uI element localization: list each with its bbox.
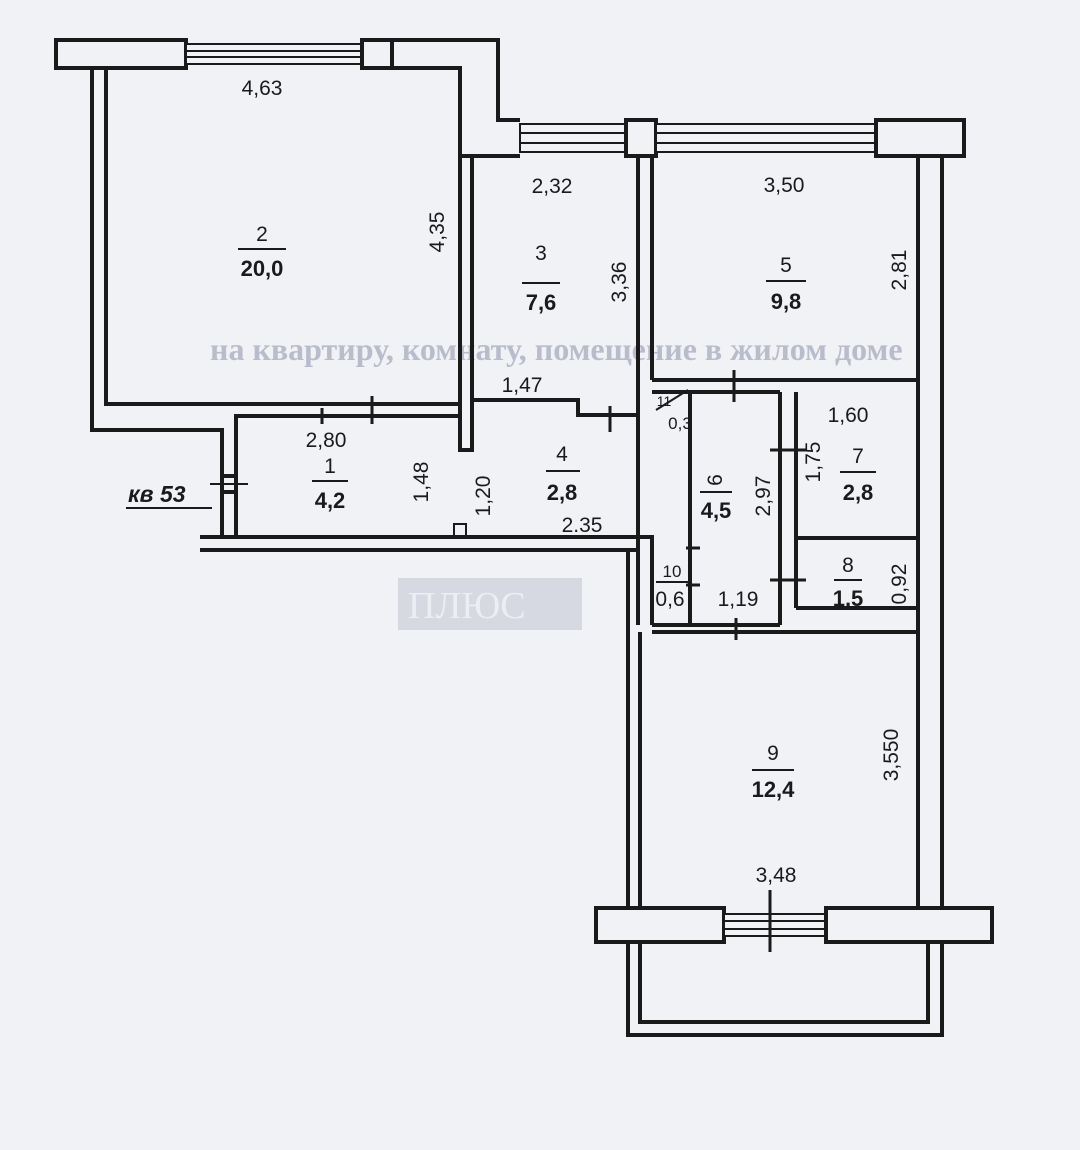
entrance-door: [222, 474, 236, 494]
dimension-labels: 4,63 4,35 2,32 3,36 3,50 2,81 1,47 2,80 …: [242, 77, 911, 887]
wall-top-step-inner: [362, 66, 520, 158]
room-1-label: 1 4,2: [312, 455, 348, 513]
wall-room9-top: [652, 623, 918, 634]
room-4-area: 2,8: [547, 480, 578, 505]
wall-room9-west: [626, 550, 944, 1037]
room-8-label: 8 1,5: [833, 554, 864, 611]
window-room9: [594, 906, 994, 944]
background-ghost-text: на квартиру, комнату, помещение в жилом …: [210, 331, 903, 630]
room-10-area: 0,6: [655, 588, 684, 611]
dim-room7-width: 1,60: [828, 404, 869, 427]
wall-partition-3-5: [636, 156, 654, 625]
room-9-number: 9: [767, 742, 779, 765]
room-3-area: 7,6: [526, 290, 557, 315]
wall-room8: [796, 536, 918, 610]
apartment-label: кв 53: [126, 481, 212, 509]
wall-west: [90, 68, 224, 537]
wall-room5-bottom: [652, 378, 918, 394]
room-10-label: 10 0,6: [655, 562, 688, 611]
room-3-number: 3: [535, 242, 547, 265]
dim-room1-depth: 1,48: [410, 462, 433, 503]
dim-room3-depth: 3,36: [608, 262, 631, 303]
ghost-stamp: ПЛЮС: [408, 585, 526, 627]
room-2-number: 2: [256, 223, 268, 246]
room-4-number: 4: [556, 443, 568, 466]
ghost-heading: на квартиру, комнату, помещение в жилом …: [210, 331, 903, 367]
dim-room2-depth: 4,35: [426, 212, 449, 253]
walls: [90, 38, 944, 1037]
room-5-number: 5: [780, 254, 792, 277]
dim-room4-bottom: 2.35: [562, 514, 603, 537]
room-6-area: 4,5: [701, 498, 732, 523]
wall-room2-inner: [104, 68, 462, 406]
room-7-label: 7 2,8: [840, 445, 876, 505]
window-room3: [519, 123, 627, 153]
room-3-label: 3 7,6: [522, 242, 560, 315]
apartment-number: кв 53: [128, 481, 186, 507]
windows: [54, 38, 994, 944]
room-4-label: 4 2,8: [546, 443, 580, 505]
dim-room4-top: 1,47: [502, 374, 543, 397]
room-5-label: 5 9,8: [766, 254, 806, 314]
wall-room3-bottom: [472, 398, 636, 417]
room-11-label: 11 0,3: [657, 393, 692, 433]
dim-room7-depth: 1,75: [802, 442, 825, 483]
room-11-area: 0,3: [668, 414, 692, 433]
room-2-area: 20,0: [241, 256, 284, 281]
room-7-area: 2,8: [843, 480, 874, 505]
dim-room6-depth: 2,97: [752, 476, 775, 517]
dim-room5-width: 3,50: [764, 174, 805, 197]
room-6-number: 6: [704, 474, 727, 486]
wall-top-step: [362, 38, 520, 122]
room-1-number: 1: [324, 455, 336, 478]
room-7-number: 7: [852, 445, 864, 468]
room-2-label: 2 20,0: [238, 223, 286, 281]
dim-room4-depth: 1,20: [472, 476, 495, 517]
dim-room5-depth: 2,81: [888, 250, 911, 291]
room-10-number: 10: [663, 562, 682, 581]
dim-room1-width: 2,80: [306, 429, 347, 452]
room-9-label: 9 12,4: [752, 742, 796, 802]
wall-balcony-inner: [638, 632, 930, 1024]
wall-room1-top: [234, 414, 462, 537]
dim-room2-width: 4,63: [242, 77, 283, 100]
wall-partition-2-3: [458, 156, 474, 452]
room-9-area: 12,4: [752, 777, 796, 802]
dim-room9-width: 3,48: [756, 864, 797, 887]
room-6-label: 6 4,5: [700, 474, 732, 523]
room-1-area: 4,2: [315, 488, 346, 513]
dim-room8-depth: 0,92: [888, 564, 911, 605]
dim-room3-width: 2,32: [532, 175, 573, 198]
dim-room10-width: 1,19: [718, 588, 759, 611]
stamp-box: [398, 578, 582, 630]
room-8-number: 8: [842, 554, 854, 577]
window-room5: [624, 118, 966, 158]
dimension-ticks: [210, 370, 806, 952]
dim-room9-depth: 3,550: [880, 729, 903, 782]
window-room2: [54, 38, 394, 70]
wall-east: [916, 156, 944, 910]
room-11-number: 11: [657, 393, 672, 409]
room-labels: 2 20,0 3 7,6 5 9,8 1 4,2 4 2,8 6 4,5: [238, 223, 876, 802]
room-8-area: 1,5: [833, 586, 864, 611]
room-5-area: 9,8: [771, 289, 802, 314]
wall-room6-east: [778, 392, 798, 625]
wall-corridor-bottom: [200, 535, 654, 625]
